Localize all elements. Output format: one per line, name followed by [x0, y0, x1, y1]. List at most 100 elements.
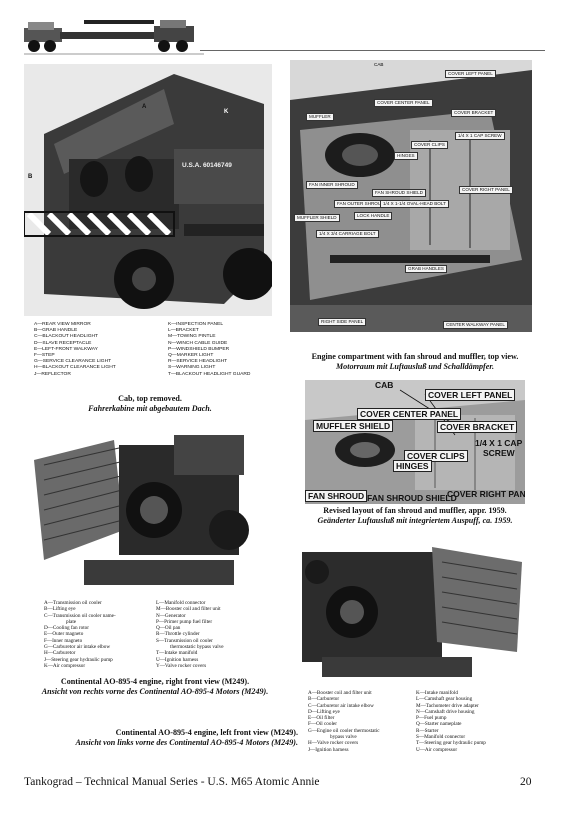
legend-item: E—LEFT-FRONT WALKWAY — [34, 346, 98, 352]
cab-callout-k: K — [224, 109, 229, 115]
label-fan-shroud: FAN SHROUD — [305, 490, 368, 502]
label-cover-center-panel: COVER CENTER PANEL — [374, 99, 433, 107]
legend-item: R—Throttle cylinder — [156, 631, 200, 638]
engine-compartment-photo: CAB COVER LEFT PANEL COVER CENTER PANEL … — [290, 60, 532, 332]
caption-german: Geänderter Luftausluß mit integriertem A… — [317, 515, 513, 525]
label-cover-bracket: COVER BRACKET — [437, 421, 518, 433]
legend-item: T—BLACKOUT HEADLIGHT GUARD — [168, 371, 251, 377]
label-carriage-bolt: 1/4 x 3/4 CARRIAGE BOLT — [316, 230, 379, 238]
header-rule — [200, 50, 545, 51]
label-cover-clips: COVER CLIPS — [404, 450, 468, 462]
engine-left-legend-right: K—Intake manifold L—Camshaft gear housin… — [416, 690, 486, 753]
caption-german: Motorraum mit Luftausluß und Schalldämpf… — [335, 361, 495, 371]
label-center-walkway-panel: CENTER WALKWAY PANEL — [443, 321, 508, 329]
legend-item: M—Tachometer drive adapter — [416, 702, 479, 709]
label-hinges: HINGES — [393, 460, 432, 472]
legend-item: K—Air compressor — [44, 662, 86, 669]
legend-item: L—Manifold connector — [156, 600, 206, 606]
legend-item: J—Ignition harness — [308, 746, 349, 753]
legend-item: K—Intake manifold — [416, 690, 458, 696]
legend-item: D—Cooling fan rotor — [44, 625, 89, 632]
legend-item: N—Generator — [156, 612, 186, 619]
legend-item: G—SERVICE CLEARANCE LIGHT — [34, 359, 112, 365]
legend-item: B—Carburetor — [308, 696, 340, 703]
label-muffler-shield: MUFFLER SHIELD — [313, 420, 394, 432]
legend-item: U—Air compressor — [416, 746, 458, 753]
engine-compartment-caption: Engine compartment with fan shroud and m… — [295, 352, 535, 371]
legend-item: F—Oil cooler — [308, 721, 337, 728]
legend-item: S—Transmission oil cooler — [156, 637, 213, 644]
cab-plate-number: U.S.A. 60146749 — [182, 162, 232, 169]
legend-item: R—SERVICE HEADLIGHT — [168, 359, 228, 365]
legend-item: L—BRACKET — [168, 328, 199, 334]
legend-item: H—Valve rocker covers — [308, 740, 359, 747]
legend-item: P—WINDSHIELD BUMPER — [168, 346, 230, 352]
engine-left-legend-left: A—Booster coil and filter unit B—Carbure… — [308, 690, 380, 753]
label-fan-inner-shroud: FAN INNER SHROUD — [306, 181, 358, 189]
header-vehicle-illustration — [24, 14, 204, 58]
label-fan-shroud-shield: FAN SHROUD SHIELD — [372, 189, 426, 197]
legend-item: A—Transmission oil cooler — [44, 600, 102, 606]
legend-item: Y—Valve rocker covers — [156, 662, 207, 669]
legend-item: F—Inner magneto — [44, 637, 83, 644]
legend-item: thermostatic bypass valve — [170, 644, 224, 651]
revised-layout-caption: Revised layout of fan shroud and muffler… — [300, 506, 530, 525]
cab-legend-right: K—INSPECTION PANEL L—BRACKET M—TOWING PI… — [168, 322, 250, 378]
legend-item: S—WARNING LIGHT — [168, 365, 216, 371]
legend-item: M—TOWING PINTLE — [168, 334, 216, 340]
legend-item: Q—MARKER LIGHT — [168, 353, 214, 359]
label-fan-shroud-shield: FAN SHROUD SHIELD — [367, 493, 457, 503]
legend-item: S—Manifold connector — [416, 734, 466, 741]
engine-left-front-photo — [282, 532, 532, 684]
legend-item: K—INSPECTION PANEL — [168, 322, 224, 327]
cab-callout-b: B — [28, 174, 33, 180]
legend-item: Q—Starter nameplate — [416, 721, 462, 728]
label-right-side-panel: RIGHT SIDE PANEL — [318, 318, 367, 326]
caption-german: Fahrerkabine mit abgebautem Dach. — [88, 403, 212, 413]
footer-series-title: Tankograd – Technical Manual Series - U.… — [24, 776, 320, 788]
caption-english: Engine compartment with fan shroud and m… — [311, 352, 519, 361]
label-muffler: MUFFLER — [306, 113, 334, 121]
legend-item: T—Intake manifold — [156, 650, 198, 657]
legend-item: J—Steering gear hydraulic pump — [44, 656, 113, 663]
label-cab: CAB — [374, 62, 384, 67]
label-oval-head-bolt: 1/4 x 1-1/4 OVAL-HEAD BOLT — [380, 200, 449, 208]
legend-item: P—Fuel pump — [416, 715, 447, 722]
legend-item: H—BLACKOUT CLEARANCE LIGHT — [34, 365, 116, 371]
label-cover-left-panel: COVER LEFT PANEL — [425, 389, 516, 401]
caption-german: Ansicht von links vorne des Continental … — [75, 737, 298, 747]
label-lock-handle: LOCK HANDLE — [354, 212, 393, 220]
legend-item: E—Oil filter — [308, 715, 335, 722]
caption-english: Continental AO-895-4 engine, right front… — [60, 677, 250, 686]
label-cover-center-panel: COVER CENTER PANEL — [357, 408, 462, 420]
legend-item: Q—Oil pan — [156, 625, 181, 632]
legend-item: H—Carburetor — [44, 650, 76, 657]
cab-legend-left: A—REAR VIEW MIRROR B—GRAB HANDLE C—BLACK… — [34, 322, 116, 378]
legend-item: D—SLAVE RECEPTACLE — [34, 340, 92, 346]
label-cover-right-panel: COVER RIGHT PANEL — [459, 186, 513, 194]
label-grab-handles: GRAB HANDLES — [405, 265, 447, 273]
footer-page-number: 20 — [520, 776, 532, 788]
legend-item: bypass valve — [330, 734, 357, 741]
legend-item: P—Primer pump fuel filter — [156, 618, 213, 625]
engine-right-legend-left: A—Transmission oil cooler B—Lifting eye … — [44, 600, 116, 669]
caption-english: Continental AO-895-4 engine, left front … — [115, 728, 298, 737]
legend-item: T—Steering gear hydraulic pump — [416, 740, 486, 747]
legend-item: U—Ignition harness — [156, 656, 199, 663]
label-cap-screw-line2: SCREW — [483, 448, 515, 458]
legend-item: N—Camshaft drive housing — [416, 708, 475, 715]
legend-item: A—Booster coil and filter unit — [308, 690, 372, 696]
legend-item: C—Carburetor air intake elbow — [308, 702, 374, 709]
legend-item: E—Outer magneto — [44, 631, 84, 638]
label-muffler-shield: MUFFLER SHIELD — [294, 214, 340, 222]
legend-item: B—GRAB HANDLE — [34, 328, 78, 334]
legend-item: C—Transmission oil cooler name- — [44, 612, 116, 619]
legend-item: M—Booster coil and filter unit — [156, 606, 221, 613]
label-cover-left-panel: COVER LEFT PANEL — [445, 70, 496, 78]
label-cover-bracket: COVER BRACKET — [451, 109, 497, 117]
engine-right-caption: Continental AO-895-4 engine, right front… — [30, 677, 280, 696]
label-cap-screw-line1: 1/4 x 1 CAP — [475, 438, 523, 448]
legend-item: G—Carburetor air intake elbow — [44, 644, 111, 651]
engine-right-legend-right: L—Manifold connector M—Booster coil and … — [156, 600, 224, 669]
legend-item: B—Lifting eye — [44, 606, 76, 613]
